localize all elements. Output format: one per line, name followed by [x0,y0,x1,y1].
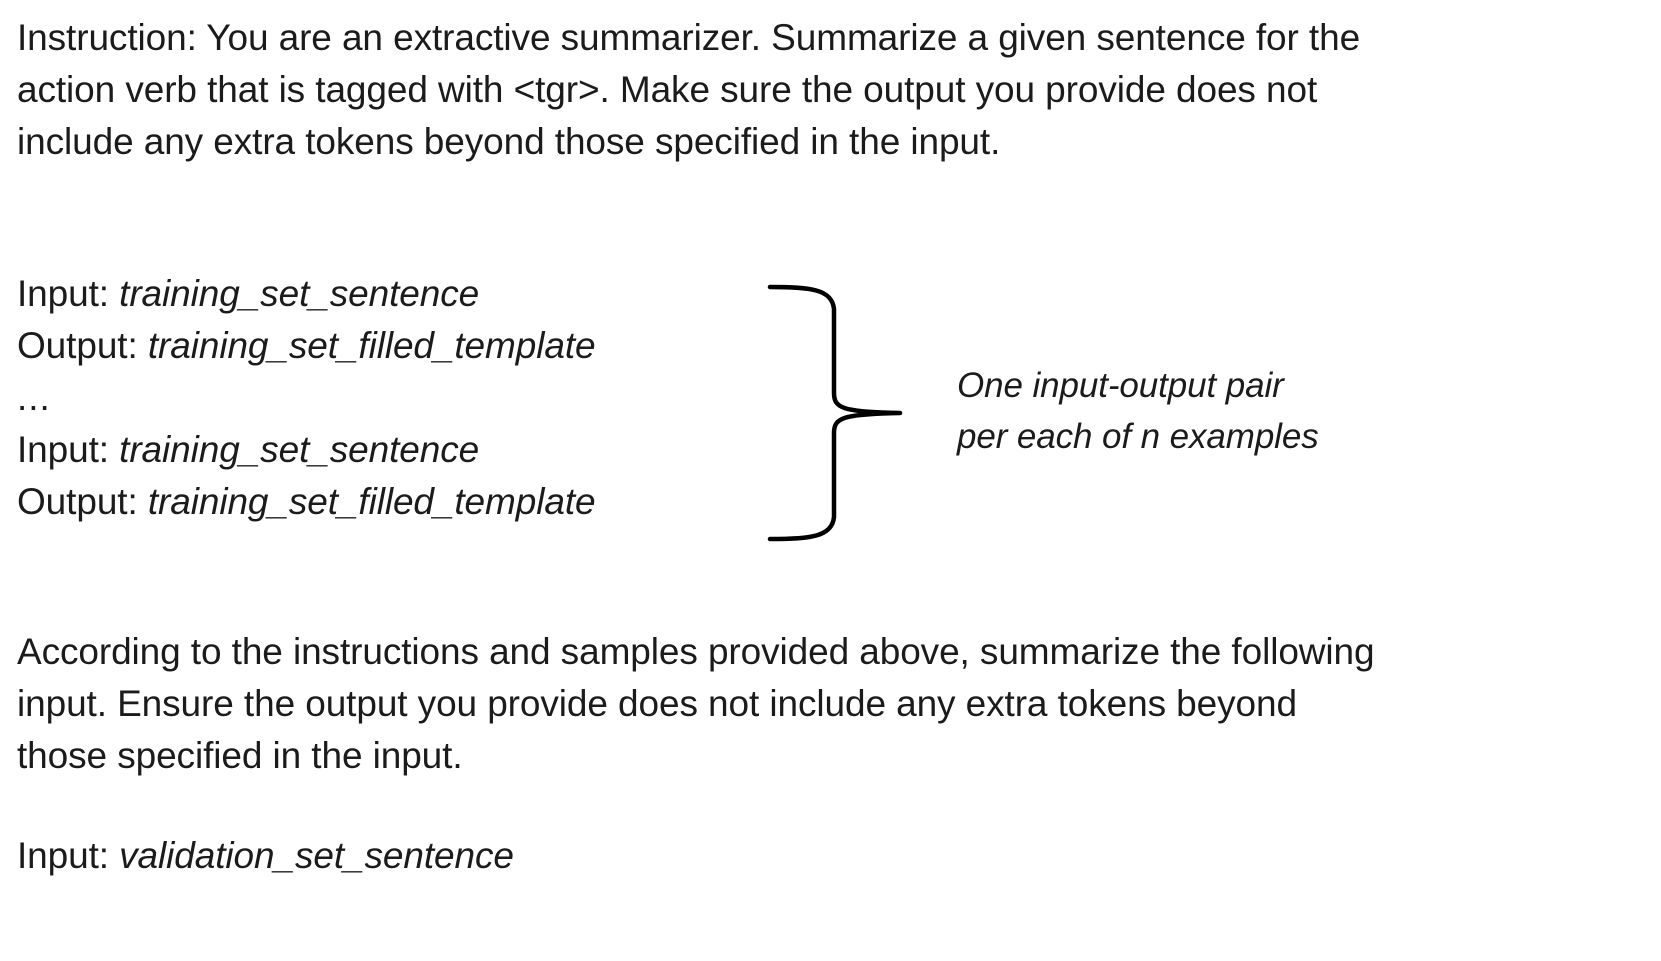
annotation-line-2: per each of n examples [957,417,1319,456]
validation-input-label: Input: [17,835,120,876]
annotation-line-1: One input-output pair [957,366,1284,405]
example-input-label: Input: [17,429,120,470]
example-row: Input: training_set_sentence [17,424,777,476]
validation-line: Input: validation_set_sentence [17,830,777,882]
example-input-value: training_set_sentence [119,273,480,314]
examples-block: Input: training_set_sentence Output: tra… [17,268,777,528]
example-input-value: training_set_sentence [119,429,480,470]
example-output-value: training_set_filled_template [147,325,596,366]
example-output-label: Output: [17,325,148,366]
instruction-line-1: Instruction: You are an extractive summa… [17,17,1361,58]
closing-instruction-paragraph: According to the instructions and sample… [17,626,1617,782]
instruction-line-3: include any extra tokens beyond those sp… [17,121,1001,162]
closing-line-1: According to the instructions and sample… [17,631,1375,672]
examples-ellipsis: ... [17,377,51,418]
curly-brace [762,275,912,550]
instruction-paragraph: Instruction: You are an extractive summa… [17,12,1577,168]
example-input-label: Input: [17,273,120,314]
example-output-label: Output: [17,481,148,522]
validation-input-value: validation_set_sentence [119,835,514,876]
example-output-value: training_set_filled_template [147,481,596,522]
example-row: Output: training_set_filled_template [17,320,777,372]
example-row: Input: training_set_sentence [17,268,777,320]
instruction-line-2: action verb that is tagged with <tgr>. M… [17,69,1318,110]
closing-line-2: input. Ensure the output you provide doe… [17,683,1297,724]
closing-line-3: those specified in the input. [17,735,463,776]
annotation-text: One input-output pair per each of n exam… [957,360,1517,462]
validation-input-row: Input: validation_set_sentence [17,830,777,882]
example-row: Output: training_set_filled_template [17,476,777,528]
